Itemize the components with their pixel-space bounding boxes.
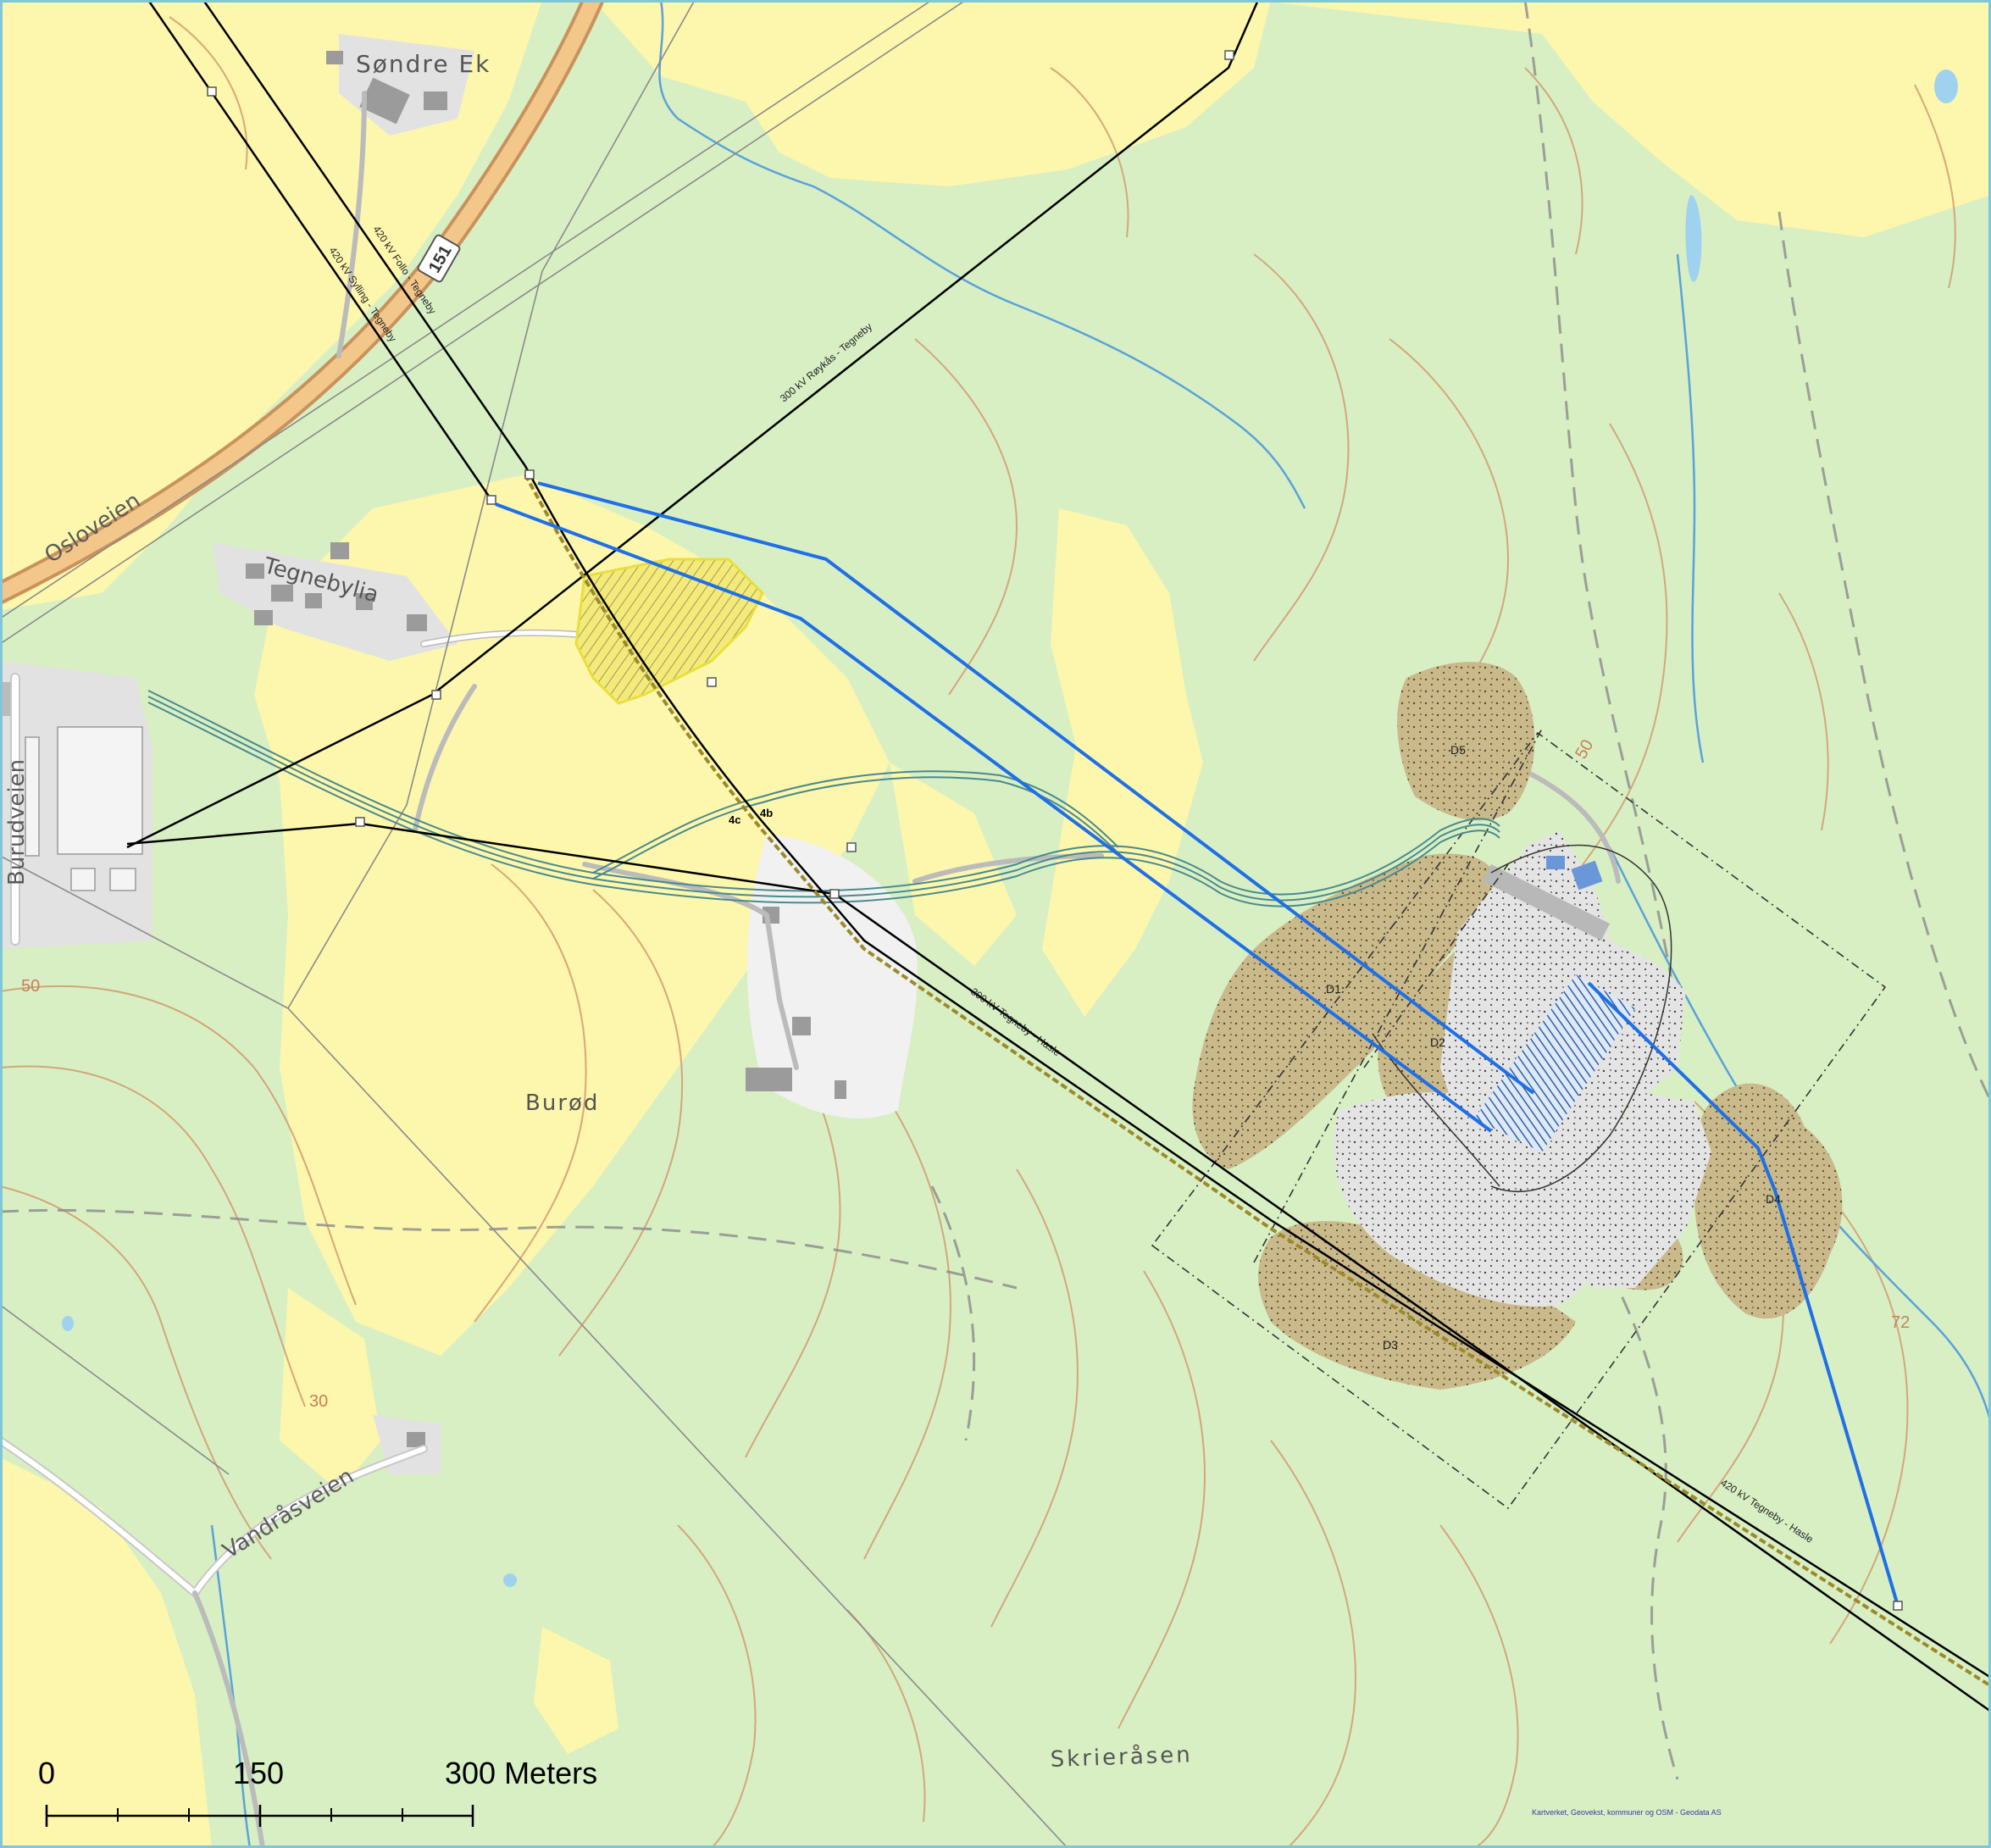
place-label-burod: Burød bbox=[525, 1090, 599, 1116]
substation-area bbox=[1333, 830, 1711, 1307]
map-attribution: Kartverket, Geovekst, kommuner og OSM - … bbox=[1532, 1808, 1722, 1817]
deposit-d4 bbox=[1694, 1083, 1843, 1319]
contour-label-72: 72 bbox=[1891, 1313, 1910, 1332]
scale-tick-300: 300 Meters bbox=[445, 1756, 597, 1790]
deposit-d5 bbox=[1397, 662, 1535, 821]
footpaths bbox=[0, 0, 1991, 1780]
line-roykaas-tegneby bbox=[431, 0, 1260, 696]
place-label-skrieraasen: Skrieråsen bbox=[1050, 1741, 1193, 1773]
scale-tick-150: 150 bbox=[233, 1756, 284, 1790]
line-tegneby-hasle-300-b bbox=[126, 822, 1991, 1713]
builtup-areas bbox=[0, 34, 918, 1474]
buildings bbox=[246, 51, 846, 1447]
contour-label-30: 30 bbox=[309, 1392, 328, 1411]
railway-lines bbox=[0, 0, 1068, 1848]
cable-label-4c: 4c bbox=[729, 813, 740, 826]
line-420-yellow-dash bbox=[524, 474, 1991, 1688]
proposed-lines bbox=[495, 481, 1899, 1607]
scale-tick-0: 0 bbox=[38, 1756, 55, 1790]
area-label-d2: D2 bbox=[1430, 1035, 1445, 1049]
area-label-d5: D5 bbox=[1450, 743, 1466, 757]
place-label-sondre-ek: Søndre Ek bbox=[356, 50, 491, 78]
line-sylling-tegneby bbox=[147, 0, 493, 501]
cable-label-4b: 4b bbox=[760, 807, 773, 819]
area-label-d3: D3 bbox=[1383, 1338, 1398, 1351]
roads bbox=[0, 0, 1621, 1848]
transformer-field bbox=[1474, 974, 1635, 1152]
route-shield-151: 151 bbox=[417, 234, 461, 283]
line-tegneby-hasle-300 bbox=[126, 693, 433, 849]
road-label-burudveien: Burudveien bbox=[4, 759, 30, 885]
area-label-d4: D4 bbox=[1766, 1192, 1781, 1206]
towers bbox=[207, 50, 1903, 1611]
line-follo-tegneby bbox=[202, 0, 527, 467]
scale-bar: 0 150 300 Meters bbox=[38, 1756, 597, 1827]
hatched-area bbox=[574, 558, 764, 705]
planning-boundaries bbox=[1151, 728, 1887, 1510]
area-label-d1: D1 bbox=[1326, 982, 1341, 996]
contour-label-50-left: 50 bbox=[21, 977, 40, 996]
